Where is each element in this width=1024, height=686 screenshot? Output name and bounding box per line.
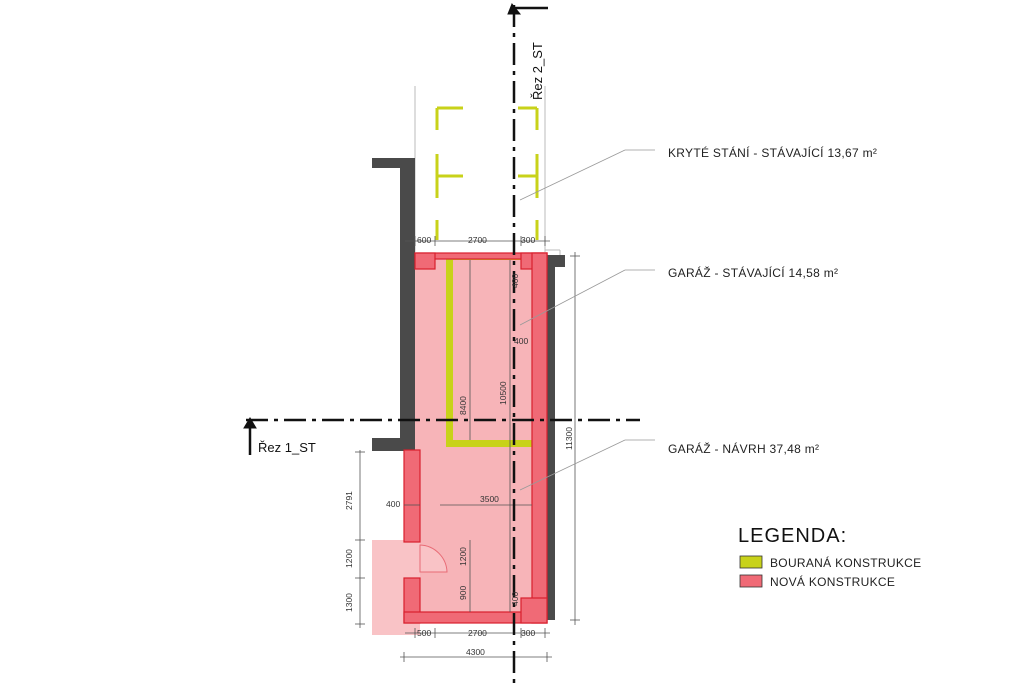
dim-total-width: 4300 (466, 647, 485, 657)
existing-walls (372, 158, 565, 620)
dim-bottom-1: 500 (417, 628, 431, 638)
dim-interior-4: 10500 (498, 381, 508, 405)
legend-item-demolished: BOURANÁ KONSTRUKCE (770, 555, 921, 570)
legend-item-new: NOVÁ KONSTRUKCE (770, 574, 895, 589)
legend-swatch-demolished (739, 555, 763, 569)
section-label-1: Řez 1_ST (258, 440, 316, 455)
label-covered-parking: KRYTÉ STÁNÍ - STÁVAJÍCÍ 13,67 m² (668, 145, 877, 160)
dim-left-1: 2791 (344, 491, 354, 510)
dim-top-2: 2700 (468, 235, 487, 245)
dim-right-height: 11300 (564, 427, 574, 450)
label-garage-existing: GARÁŽ - STÁVAJÍCÍ 14,58 m² (668, 265, 838, 280)
dim-left-3: 1200 (344, 549, 354, 568)
dim-interior-3: 8400 (458, 396, 468, 415)
dim-interior-5: 3500 (480, 494, 499, 504)
dim-left-4: 1300 (344, 593, 354, 612)
leader-lines (519, 149, 655, 491)
dim-top-3: 300 (521, 235, 535, 245)
dimension-lines (355, 236, 580, 662)
section-cut-lines (243, 3, 640, 686)
dim-left-2: 400 (386, 499, 400, 509)
dim-interior-2: 400 (514, 336, 528, 346)
dim-interior-1: 400 (510, 274, 520, 288)
new-walls (403, 252, 548, 624)
legend-title: LEGENDA: (738, 525, 847, 547)
dim-top-1: 600 (417, 235, 431, 245)
legend-swatch-new (739, 574, 763, 588)
new-construction-area (372, 253, 547, 635)
dim-interior-8: 400 (510, 592, 520, 606)
dim-interior-6: 1200 (458, 547, 468, 566)
dim-bottom-2: 2700 (468, 628, 487, 638)
section-label-2: Řez 2_ST (530, 42, 545, 100)
label-garage-proposal: GARÁŽ - NÁVRH 37,48 m² (668, 441, 819, 456)
dim-interior-7: 900 (458, 586, 468, 600)
dim-bottom-3: 300 (521, 628, 535, 638)
legend: LEGENDA: BOURANÁ KONSTRUKCE NOVÁ KONSTRU… (738, 525, 921, 589)
dimension-labels: 600 2700 300 500 2700 300 4300 11300 279… (344, 235, 574, 657)
